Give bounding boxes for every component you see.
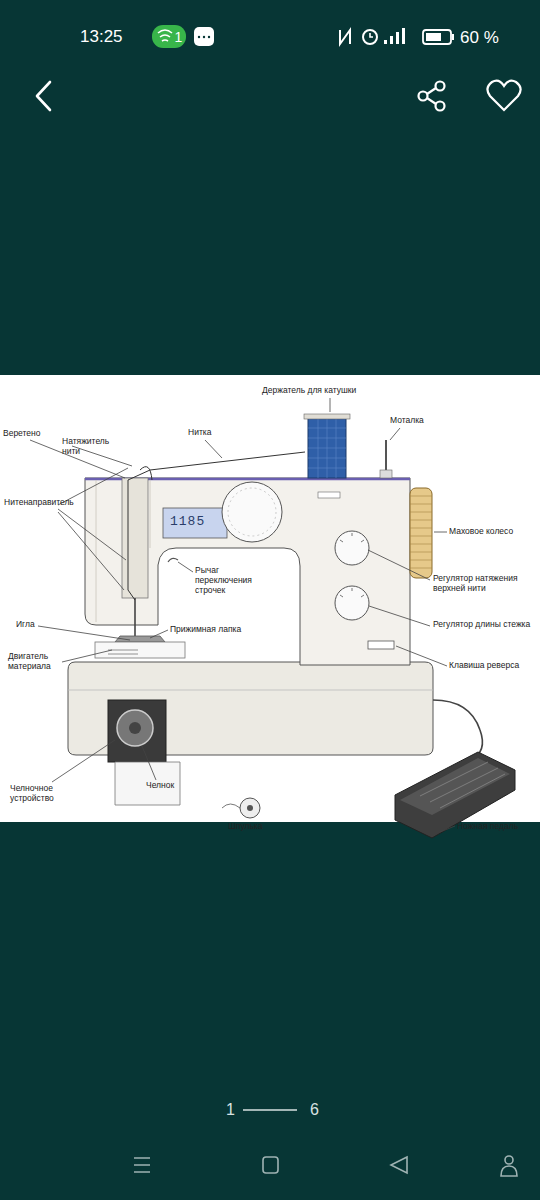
part-label: Ножная педаль: [457, 822, 537, 832]
feed-dogs: [108, 650, 138, 654]
home-button: [263, 1157, 278, 1173]
handwheel: [410, 488, 432, 578]
wifi-count: 1: [175, 30, 183, 44]
lcd-screen: [163, 508, 227, 538]
part-label: Нитка: [188, 428, 211, 438]
pager-line: [243, 1109, 297, 1111]
picture-ground: [0, 375, 540, 822]
part-label: Маховое колесо: [449, 527, 537, 537]
reverse-key: [368, 641, 394, 649]
thread-spool: [308, 418, 346, 478]
wifi-icon: [158, 30, 172, 41]
page-number: 1: [226, 1102, 235, 1118]
heart-icon: [487, 81, 520, 110]
part-label: Прижимная лапка: [170, 625, 260, 635]
app-icon: [194, 27, 214, 46]
shuttle: [117, 710, 153, 746]
battery-icon: [423, 30, 451, 44]
part-label: Клавиша реверса: [449, 661, 537, 671]
part-label: Игла: [16, 620, 35, 630]
part-label: Натяжитель нити: [62, 437, 110, 457]
back-icon: [37, 82, 50, 110]
battery-level: 60 %: [460, 29, 499, 46]
lcd-digits: 1185: [170, 515, 205, 530]
part-label: Регулятор натяжения верхней нити: [433, 574, 537, 594]
stitch-length-dial: [335, 586, 369, 620]
part-label: Веретено: [3, 429, 41, 439]
part-label: Рычаг переключения строчек: [195, 566, 267, 595]
needle-bar-housing: [122, 478, 148, 598]
tension-dial: [335, 531, 369, 565]
status-time: 13:25: [80, 28, 123, 45]
part-label: Регулятор длины стежка: [433, 620, 537, 630]
needle: [134, 598, 136, 642]
part-label: Шпулька: [228, 822, 262, 832]
assistant-button: [501, 1156, 517, 1176]
thread: [128, 452, 305, 600]
part-label: Нитенаправитель: [4, 498, 56, 508]
stitch-selector-dial: [222, 482, 282, 542]
shuttle-compartment: [108, 700, 166, 762]
part-label: Челнок: [146, 781, 174, 791]
wifi-pill: [152, 25, 186, 48]
menu-button: [134, 1158, 150, 1172]
part-label: Челночное устройство: [10, 784, 80, 804]
leader-lines: [30, 398, 455, 832]
back-button: [391, 1157, 407, 1173]
stitch-lever: [168, 558, 178, 562]
part-label: Моталка: [390, 416, 424, 426]
part-label: Держатель для катушки: [262, 386, 412, 396]
nfc-icon: [340, 30, 350, 44]
signal-icon: [384, 28, 405, 44]
machine-head: [85, 478, 410, 665]
part-label: Двигатель материала: [8, 652, 62, 672]
alarm-icon: [363, 30, 377, 44]
power-cord: [433, 700, 482, 760]
needle-plate: [95, 642, 185, 658]
bobbin: [240, 798, 260, 818]
share-icon: [419, 82, 445, 111]
page-number: 6: [310, 1102, 319, 1118]
